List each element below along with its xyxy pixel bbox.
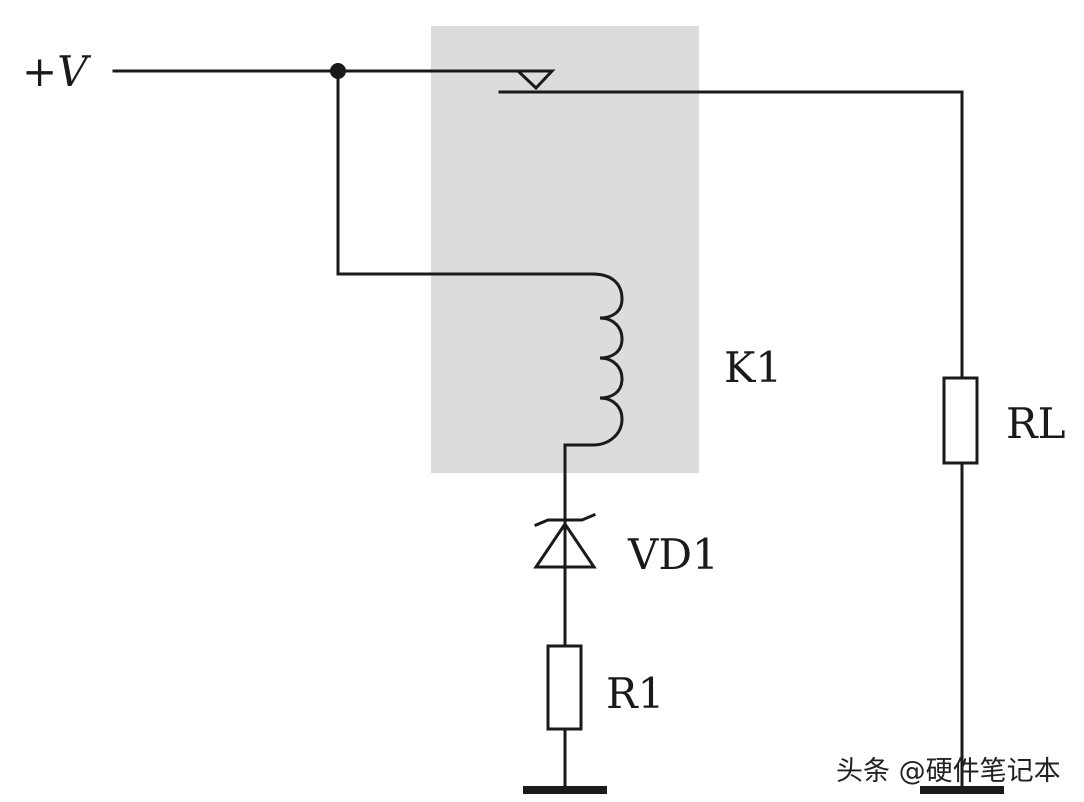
coil-feed-wire: [336, 69, 595, 276]
label-resistor: R1: [606, 669, 664, 718]
label-relay: K1: [724, 343, 782, 392]
watermark-text: 头条 @硬件笔记本: [836, 756, 1061, 787]
label-load: RL: [1006, 399, 1066, 448]
ground-symbol-r1: [523, 786, 607, 794]
relay-coil: [563, 272, 624, 524]
ground-symbol-rl: [920, 786, 1004, 794]
label-diode: VD1: [627, 530, 719, 579]
junction-dot: [330, 63, 346, 79]
watermark: 头条 @硬件笔记本: [836, 749, 1061, 788]
resistor-rl: [942, 376, 979, 465]
relay-enclosure: [431, 26, 699, 473]
relay-contact-triangle: [514, 69, 556, 91]
zener-diode: [533, 513, 597, 572]
resistor-r1: [546, 644, 583, 731]
label-supply: +V: [22, 47, 91, 96]
